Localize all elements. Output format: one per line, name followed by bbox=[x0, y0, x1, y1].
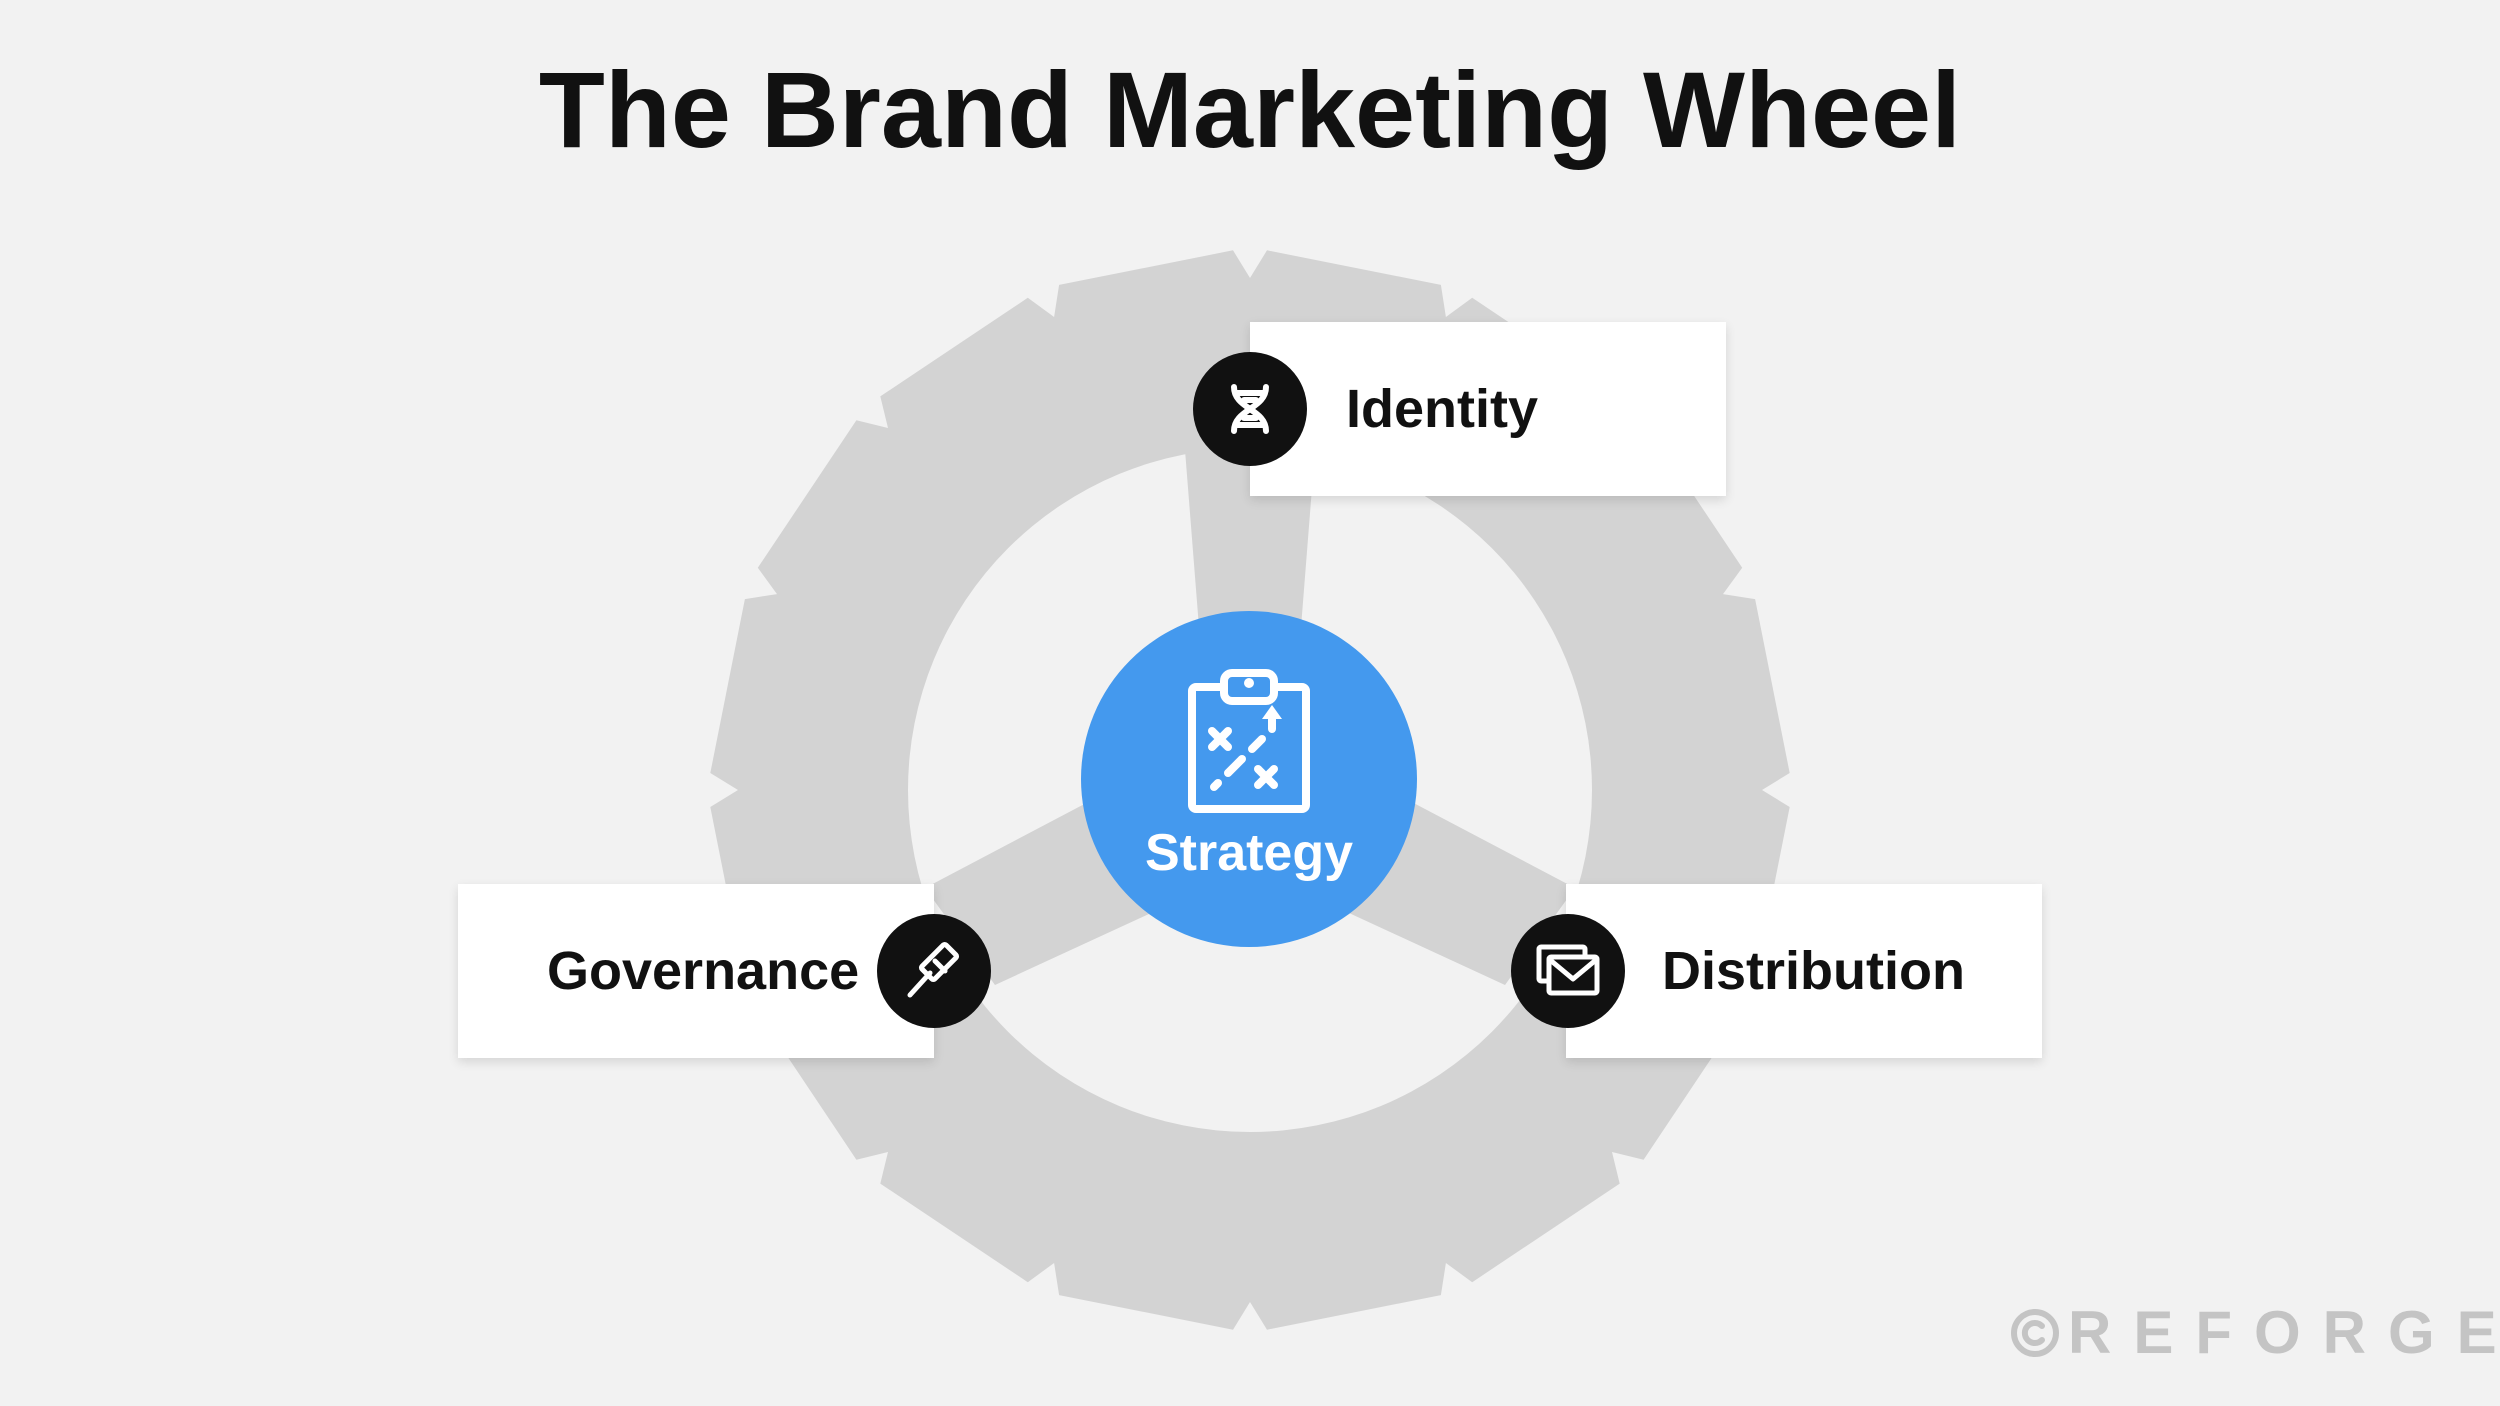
envelope-icon bbox=[1536, 944, 1600, 996]
reforge-watermark: REFORGE bbox=[2010, 1298, 2500, 1367]
gavel-icon bbox=[907, 941, 960, 998]
distribution-badge bbox=[1511, 914, 1625, 1028]
clipboard-strategy-icon bbox=[1188, 669, 1310, 813]
spoke-top bbox=[1185, 450, 1315, 640]
strategy-label: Strategy bbox=[1144, 824, 1354, 882]
governance-label: Governance bbox=[547, 941, 860, 1001]
page-title: The Brand Marketing Wheel bbox=[538, 49, 1962, 170]
identity-label: Identity bbox=[1346, 379, 1539, 439]
identity-card: Identity bbox=[1250, 322, 1726, 496]
brand-name: REFORGE bbox=[2068, 1299, 2500, 1366]
copyright-icon bbox=[2011, 1308, 2059, 1357]
dna-icon bbox=[1231, 384, 1269, 434]
governance-badge bbox=[877, 914, 991, 1028]
strategy-hub: Strategy bbox=[1081, 611, 1417, 947]
distribution-card: Distribution bbox=[1566, 884, 2042, 1058]
identity-badge bbox=[1193, 352, 1307, 466]
distribution-label: Distribution bbox=[1662, 941, 1965, 1001]
governance-card: Governance bbox=[458, 884, 934, 1058]
